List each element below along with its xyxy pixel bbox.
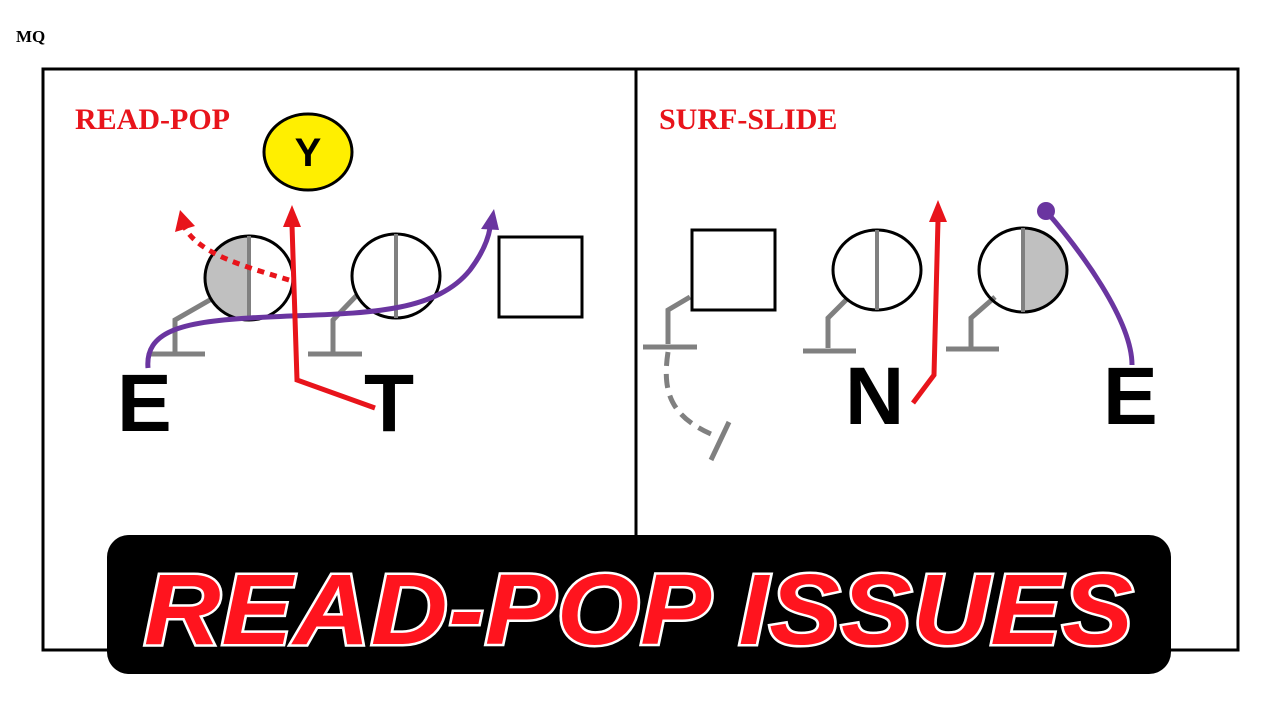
banner-background <box>107 535 1171 674</box>
player-end-right: E <box>1103 351 1158 442</box>
lineman-open-right <box>831 228 923 312</box>
panel-title-read-pop: READ-POP <box>75 103 230 136</box>
block-stem-end-right <box>946 295 999 352</box>
panel-title-surf-slide: SURF-SLIDE <box>659 103 837 136</box>
player-end-left: E <box>117 358 172 449</box>
block-stem-nose-right <box>803 296 856 354</box>
lineman-open-left <box>350 232 442 320</box>
route-purple-left <box>145 209 499 369</box>
lineman-shaded-right <box>977 226 1069 314</box>
route-purple-right <box>1037 202 1135 366</box>
block-stem-square-right <box>643 294 697 350</box>
lineman-square-left <box>497 235 584 319</box>
route-red-left <box>283 205 376 411</box>
qb-label: Y <box>295 131 322 175</box>
title-banner: READ-POP ISSUES <box>107 535 1171 674</box>
block-stem-left-tackle <box>308 292 362 357</box>
banner-title: READ-POP ISSUES <box>144 554 1134 666</box>
player-tackle-left: T <box>364 358 414 449</box>
dashed-path-right <box>663 351 732 462</box>
lineman-square-right <box>690 228 777 312</box>
route-red-right <box>911 200 947 405</box>
brand-logo: MQ <box>16 27 45 46</box>
player-nose-right: N <box>845 351 904 442</box>
qb-circle: Y <box>262 112 354 192</box>
lineman-shaded-left <box>203 234 295 322</box>
panel-read-pop: READ-POP <box>75 103 584 449</box>
panel-surf-slide: SURF-SLIDE <box>643 103 1158 462</box>
block-stem-left-end <box>150 290 224 357</box>
route-dotted-red-left <box>175 210 290 283</box>
